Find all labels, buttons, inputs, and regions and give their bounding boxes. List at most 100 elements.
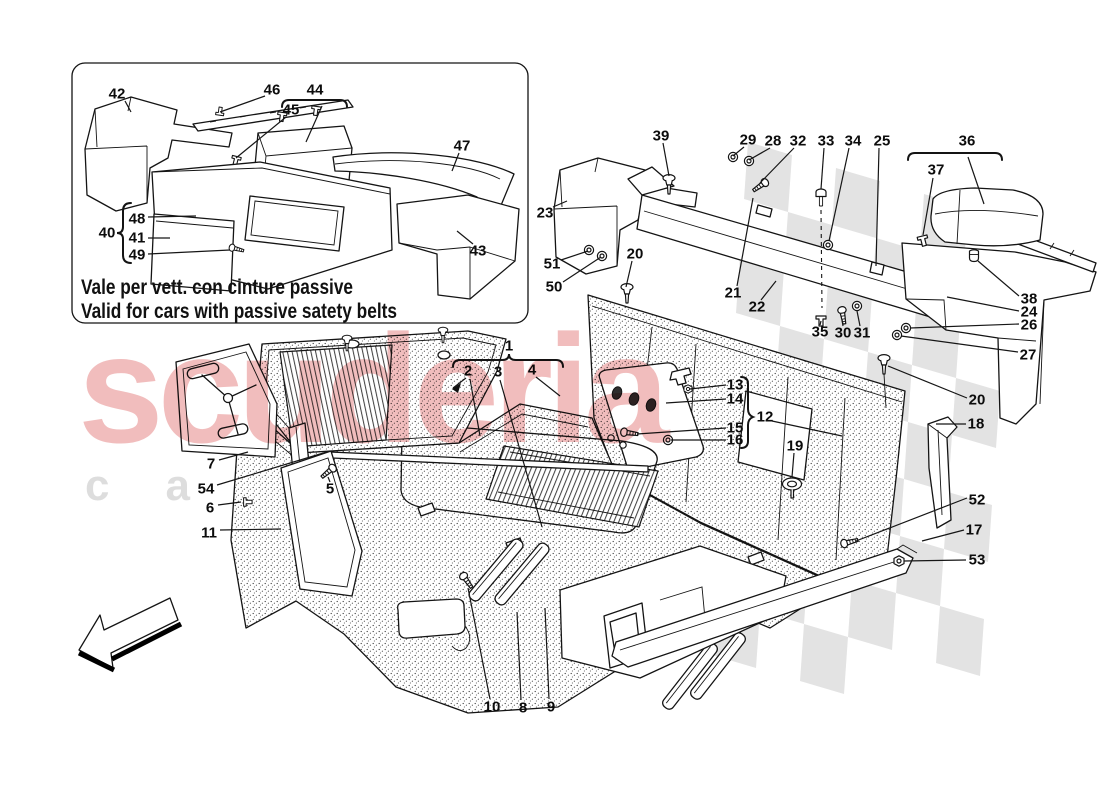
- leader-line-27: [900, 335, 1019, 353]
- upper-floor-mat-2: [256, 326, 507, 454]
- part-callout-9: 9: [547, 699, 555, 716]
- part-callout-26: 26: [1021, 317, 1038, 334]
- leader-line-49: [147, 249, 231, 255]
- part-callout-4: 4: [528, 362, 537, 379]
- part-callout-33: 33: [818, 133, 835, 150]
- leader-line-48: [147, 215, 197, 218]
- leader-line-20: [887, 365, 968, 399]
- pillar-strip-18: [927, 416, 958, 529]
- part-callout-13: 13: [727, 377, 744, 394]
- leader-line-44: [305, 105, 323, 143]
- leader-line-52: [855, 497, 968, 542]
- checker-cell: [824, 282, 872, 352]
- part-callout-20: 20: [627, 246, 644, 263]
- checker-cell: [944, 492, 992, 562]
- leader-line-34: [828, 147, 850, 242]
- leader-line-9: [544, 607, 550, 700]
- leader-line-13: [689, 384, 727, 390]
- leader-line-33: [820, 147, 825, 190]
- part-callout-45: 45: [283, 102, 300, 119]
- part-callout-18: 18: [968, 416, 985, 433]
- leader-line-10: [467, 587, 491, 700]
- leader-line-53: [903, 559, 967, 562]
- bracket-part-1: [452, 353, 564, 368]
- part-callout-52: 52: [969, 492, 986, 509]
- checker-cell: [848, 580, 896, 650]
- leader-arrowhead: [452, 383, 461, 393]
- strap-8: [468, 538, 524, 602]
- part-callout-10: 10: [484, 699, 501, 716]
- leader-line-47: [451, 152, 460, 172]
- part-callout-7: 7: [207, 456, 215, 473]
- leader-line-36: [967, 156, 985, 205]
- nut-53: [893, 555, 905, 567]
- part-callout-44: 44: [307, 82, 324, 99]
- leader-line-5: [327, 476, 331, 483]
- leader-line-25: [875, 147, 880, 267]
- checker-cell: [832, 168, 880, 238]
- leader-line-2: [469, 378, 481, 437]
- leader-line-35: [819, 320, 822, 326]
- part-callout-19: 19: [787, 438, 804, 455]
- leader-line-31: [856, 310, 861, 327]
- part-callout-21: 21: [725, 285, 742, 302]
- knob-38: [968, 249, 980, 263]
- leader-line-4: [535, 376, 561, 397]
- part-callout-24: 24: [1021, 304, 1038, 321]
- leader-line-50: [562, 256, 602, 283]
- trim-42: [84, 96, 233, 212]
- leader-line-30: [841, 319, 844, 327]
- checker-cell: [800, 624, 848, 694]
- part-callout-35: 35: [812, 324, 829, 341]
- leader-line-12: [771, 420, 843, 437]
- part-callout-36: 36: [959, 133, 976, 150]
- leader-line-6: [217, 501, 242, 506]
- part-callout-11: 11: [201, 525, 217, 542]
- leader-line-37: [922, 177, 934, 236]
- checker-cell: [896, 536, 944, 606]
- pocket-flap-41: [150, 213, 235, 292]
- leader-line-32: [759, 147, 795, 184]
- brace-part-40: [116, 202, 132, 264]
- part-callout-30: 30: [835, 325, 852, 342]
- part-callout-48: 48: [129, 211, 146, 228]
- part-callout-51: 51: [544, 256, 561, 273]
- part-callout-43: 43: [470, 243, 487, 260]
- washer-51: [583, 244, 595, 256]
- brace-part-12: [740, 376, 756, 449]
- carpet-shelf-tab: [396, 598, 466, 639]
- leader-line-26: [909, 323, 1020, 329]
- part-callout-25: 25: [874, 133, 891, 150]
- leader-line-28: [748, 147, 771, 161]
- part-callout-8: 8: [519, 700, 527, 717]
- part-callout-50: 50: [546, 279, 563, 296]
- part-callout-47: 47: [454, 138, 471, 155]
- washer-31: [851, 300, 863, 312]
- leader-line-23: [552, 200, 568, 208]
- part-callout-41: 41: [129, 230, 146, 247]
- part-callout-6: 6: [206, 500, 214, 517]
- part-callout-1: 1: [505, 338, 513, 355]
- main-floor-carpet-3: [230, 403, 918, 714]
- washer-34: [822, 239, 834, 251]
- leader-line-8: [516, 611, 522, 701]
- leader-line-20: [625, 260, 633, 288]
- part-callout-39: 39: [653, 128, 670, 145]
- leader-line-39: [662, 142, 670, 177]
- part-callout-20: 20: [969, 392, 986, 409]
- part-callout-38: 38: [1021, 291, 1038, 308]
- part-callout-2: 2: [464, 363, 472, 380]
- part-callout-17: 17: [966, 522, 983, 539]
- part-callout-5: 5: [326, 481, 334, 498]
- washer-27: [891, 329, 903, 341]
- hinge-25: [869, 261, 885, 276]
- leader-line-2: [452, 377, 467, 389]
- leader-line-3: [499, 379, 543, 528]
- checker-cell: [952, 378, 1000, 448]
- part-callout-46: 46: [264, 82, 281, 99]
- leader-line-38: [977, 260, 1020, 297]
- watermark-primary: scuderia: [78, 303, 671, 475]
- bracket-part-36: [907, 152, 1003, 161]
